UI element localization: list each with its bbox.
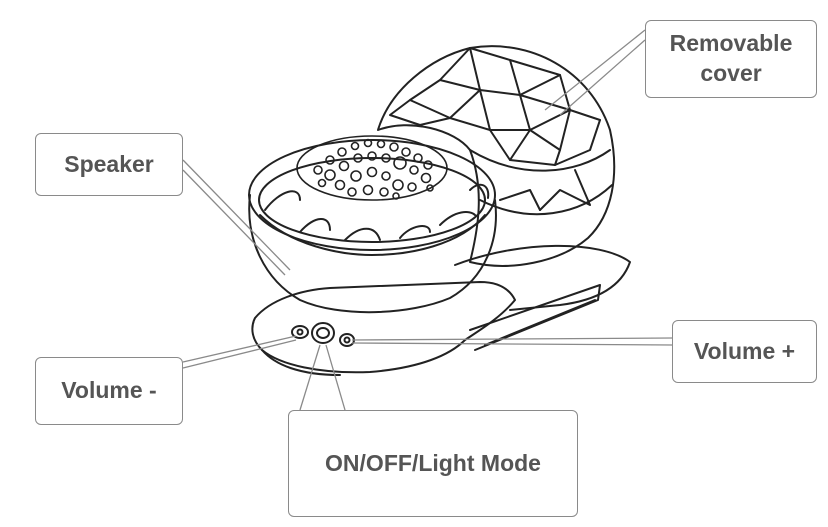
speaker-label-box: Speaker	[35, 133, 183, 196]
volume-minus-label: Volume -	[61, 377, 157, 404]
volume-minus-label-box: Volume -	[35, 357, 183, 425]
cover-leader	[544, 29, 646, 111]
speaker-bowl	[248, 139, 497, 314]
volume-minus-leader-2	[182, 339, 297, 369]
speaker-label: Speaker	[64, 150, 154, 177]
removable-cover-label: Removable cover	[669, 30, 793, 86]
leader-lines	[182, 29, 673, 411]
volume-plus-leader-2	[351, 342, 673, 346]
on-off-leader-2	[325, 344, 346, 411]
on-off-button[interactable]	[311, 322, 335, 344]
volume-plus-button[interactable]	[339, 333, 355, 347]
volume-plus-label-box: Volume +	[672, 320, 817, 383]
rear-base	[454, 244, 631, 351]
control-buttons	[291, 322, 355, 347]
front-base	[251, 281, 516, 376]
speaker-leader-2	[182, 169, 286, 276]
on-off-label-box: ON/OFF/Light Mode	[288, 410, 578, 517]
speaker-leader	[182, 159, 291, 271]
volume-minus-button[interactable]	[291, 325, 309, 339]
speaker-grille	[296, 135, 448, 201]
cover-leader-2	[559, 39, 646, 116]
on-off-label: ON/OFF/Light Mode	[325, 449, 541, 476]
on-off-leader	[299, 344, 321, 411]
volume-minus-leader	[182, 335, 297, 363]
removable-cover-dome	[377, 45, 616, 267]
volume-plus-leader	[351, 337, 673, 341]
removable-cover-label-box: Removable cover	[645, 20, 817, 98]
volume-plus-label: Volume +	[693, 337, 796, 364]
